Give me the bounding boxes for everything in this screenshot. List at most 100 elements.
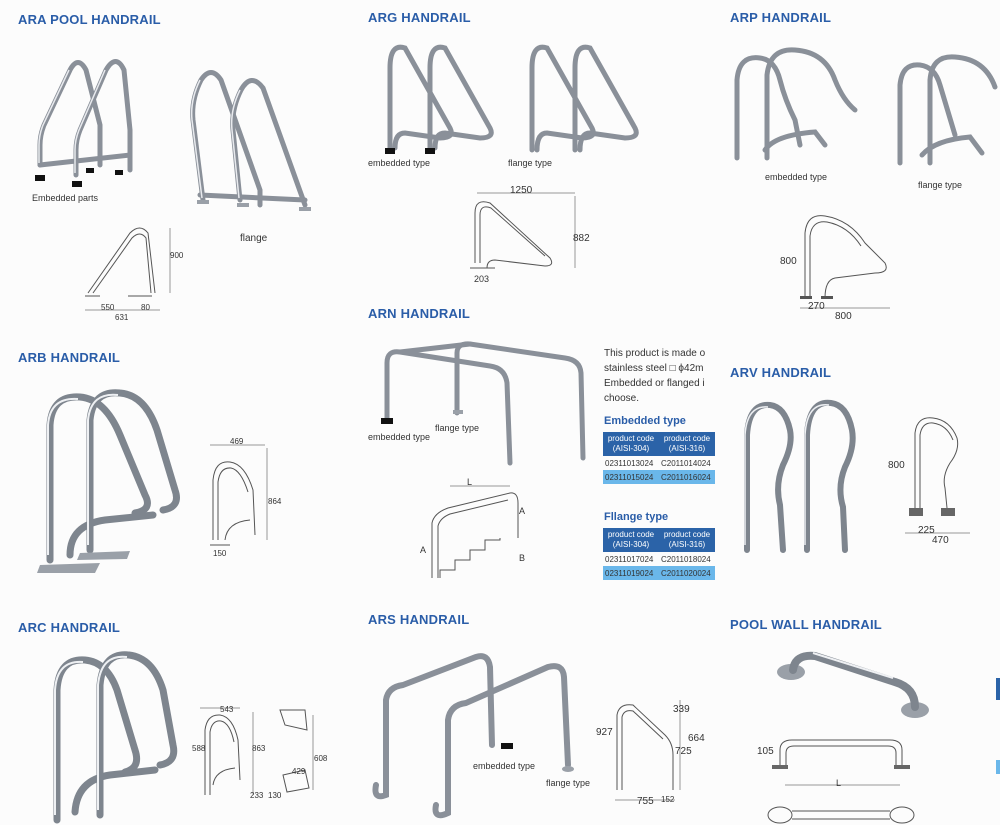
ara-title: ARA POOL HANDRAIL [18,12,161,27]
ara-dim-a: 550 [101,303,115,312]
arp-dim-height: 800 [780,256,797,267]
ars-embedded-caption: embedded type [473,761,536,771]
product-description-line-2: stainless steel □ ϕ42m [604,363,704,374]
table-header-cell: product code(AISI-304) [603,528,659,552]
embedded-code-table: product code(AISI-304) product code(AISI… [603,432,715,484]
arv-dimension-drawing [905,417,970,534]
table-cell: 02311015024 [603,470,659,484]
table-row: 02311017024 C2011018024 [603,552,715,566]
wall-rail-image [777,651,929,718]
table-header-cell: product code(AISI-316) [659,432,715,456]
arc-dim-left: 588 [192,744,206,753]
arn-dim-a-right: A [519,506,526,516]
ara-embedded-caption: Embedded parts [32,193,99,203]
arn-dim-a-left: A [420,545,427,555]
arb-dim-base: 150 [213,549,227,558]
ars-dim-b: 152 [661,795,675,804]
ars-dim-h4: 725 [675,746,692,757]
wall-dimension-drawing [767,739,915,824]
product-description-line-1: This product is made o [604,348,706,359]
arp-dim-base: 270 [808,301,825,312]
arc-dim-b1: 233 [250,791,264,800]
arc-dim-right: 608 [314,754,328,763]
flange-code-table: product code(AISI-304) product code(AISI… [603,528,715,580]
product-description-line-3: Embedded or flanged i [604,378,705,389]
arv-dim-height: 800 [888,460,905,471]
arc-dim-mid: 863 [252,744,266,753]
arn-dim-b: B [519,553,526,563]
arc-dim-top: 543 [220,705,234,714]
table-header-cell: product code(AISI-316) [659,528,715,552]
arg-flange-rail-image [529,44,639,153]
arv-dim-width: 470 [932,535,949,546]
table-row: 02311013024 C2011014024 [603,456,715,470]
arv-title: ARV HANDRAIL [730,365,832,380]
ars-flange-caption: flange type [546,778,591,788]
arc-rail-image [53,651,178,824]
ars-dim-w: 755 [637,796,654,807]
ara-flange-rail-image [190,70,311,211]
ara-embedded-rail-image [35,59,133,187]
ara-dimension-drawing [85,227,171,311]
arn-dimension-drawing [431,485,519,578]
arb-title: ARB HANDRAIL [18,350,121,365]
arv-dim-base: 225 [918,525,935,536]
arb-dim-height: 864 [268,497,282,506]
ara-dim-c: 631 [115,313,129,322]
table-cell: C2011016024 [659,470,715,484]
table-cell: C2011020024 [659,566,715,580]
embedded-table-heading: Embedded type [604,415,686,427]
table-cell: C2011014024 [661,458,711,468]
ars-dimension-drawing [615,700,681,801]
edge-marker [996,678,1000,700]
arg-dim-base: 203 [474,274,490,284]
arc-dim-b2: 130 [268,791,282,800]
table-cell: 02311019024 [603,566,659,580]
arv-rail-image [744,399,856,553]
wall-title: POOL WALL HANDRAIL [730,617,882,632]
wall-dim-l: L [836,778,842,788]
arg-title: ARG HANDRAIL [368,10,471,25]
arg-dim-width: 1250 [510,185,533,196]
arp-flange-caption: flange type [918,180,963,190]
arb-rail-image [37,389,180,573]
arg-flange-caption: flange type [508,158,553,168]
arn-dim-l: L [467,477,473,487]
ara-dim-height: 900 [170,251,184,260]
arn-rail-image [381,341,586,466]
arp-embedded-rail-image [734,47,858,161]
ara-dim-b: 80 [141,303,150,312]
wall-dim-h: 105 [757,746,774,757]
arg-embedded-rail-image [385,44,494,154]
arn-embedded-caption: embedded type [368,432,431,442]
table-header-row: product code(AISI-304) product code(AISI… [603,528,715,552]
arb-dimension-drawing [210,444,268,546]
arp-dim-width: 800 [835,311,852,322]
table-header-cell: product code(AISI-304) [603,432,659,456]
product-description: This product is made o stainless steel □… [604,346,716,406]
table-row: 02311019024 C2011020024 [603,566,715,580]
ara-flange-caption: flange [240,233,268,244]
arp-flange-rail-image [897,54,998,166]
arn-title: ARN HANDRAIL [368,306,471,321]
table-cell: 02311013024 [605,458,654,468]
arp-dimension-drawing [800,215,890,309]
arp-title: ARP HANDRAIL [730,10,832,25]
table-header-row: product code(AISI-304) product code(AISI… [603,432,715,456]
arc-title: ARC HANDRAIL [18,620,121,635]
edge-marker [996,760,1000,774]
table-cell: 02311017024 [605,554,654,564]
arg-embedded-caption: embedded type [368,158,431,168]
table-cell: C2011018024 [661,554,711,564]
arc-dimension-drawing [200,707,314,795]
flange-table-heading: Fllange type [604,511,669,523]
ars-rail-image [372,653,574,819]
ars-dim-h1: 927 [596,727,613,738]
ars-dim-h3: 664 [688,733,705,744]
arp-embedded-caption: embedded type [765,172,828,182]
table-row: 02311015024 C2011016024 [603,470,715,484]
arc-dim-r2: 429 [292,767,306,776]
ars-dim-h2: 339 [673,704,690,715]
arg-dimension-drawing [470,192,576,269]
arn-flange-caption: flange type [435,423,480,433]
